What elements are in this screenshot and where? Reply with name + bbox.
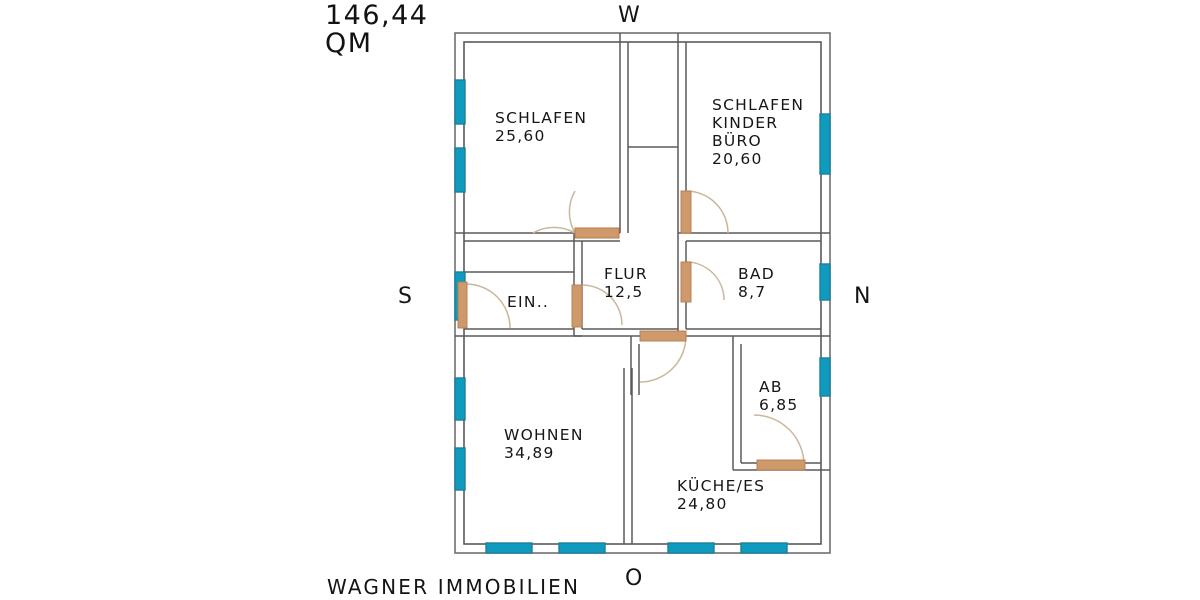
room-label-eingang: EIN.. bbox=[507, 293, 550, 311]
door-schlafen bbox=[532, 190, 620, 239]
total-area-label: 146,44 QM bbox=[325, 0, 429, 59]
door-schlafen-kinder bbox=[680, 190, 729, 234]
window-bottom-4 bbox=[740, 542, 788, 554]
window-group-right-wall bbox=[819, 113, 831, 397]
window-right-1 bbox=[819, 113, 831, 175]
window-left-5 bbox=[454, 447, 466, 491]
room-label-wohnen: WOHNEN 34,89 bbox=[504, 426, 584, 462]
door-flur bbox=[571, 284, 623, 328]
window-group-bottom-wall bbox=[485, 542, 788, 554]
room-label-abstellraum: AB 6,85 bbox=[759, 378, 799, 414]
compass-label-east: O bbox=[625, 566, 644, 591]
window-right-2 bbox=[819, 263, 831, 301]
compass-label-north: N bbox=[854, 284, 872, 309]
door-bad bbox=[680, 261, 725, 303]
window-right-3 bbox=[819, 357, 831, 397]
room-label-bad: BAD 8,7 bbox=[738, 265, 775, 301]
window-bottom-1 bbox=[485, 542, 533, 554]
footer-brand-label: WAGNER IMMOBILIEN bbox=[327, 575, 581, 599]
door-abstell bbox=[753, 414, 806, 471]
window-left-4 bbox=[454, 377, 466, 421]
door-eingang bbox=[457, 281, 511, 329]
window-left-2 bbox=[454, 147, 466, 193]
window-bottom-2 bbox=[558, 542, 606, 554]
room-label-kueche-essen: KÜCHE/ES 24,80 bbox=[677, 477, 766, 513]
compass-label-west: W bbox=[618, 3, 641, 28]
room-label-schlafen-kinder-buero: SCHLAFEN KINDER BÜRO 20,60 bbox=[712, 96, 805, 168]
compass-label-south: S bbox=[398, 284, 413, 309]
door-flur-lower bbox=[639, 330, 687, 383]
room-label-schlafen: SCHLAFEN 25,60 bbox=[495, 109, 588, 145]
window-bottom-3 bbox=[667, 542, 715, 554]
window-left-1 bbox=[454, 79, 466, 125]
room-label-flur: FLUR 12,5 bbox=[604, 265, 648, 301]
